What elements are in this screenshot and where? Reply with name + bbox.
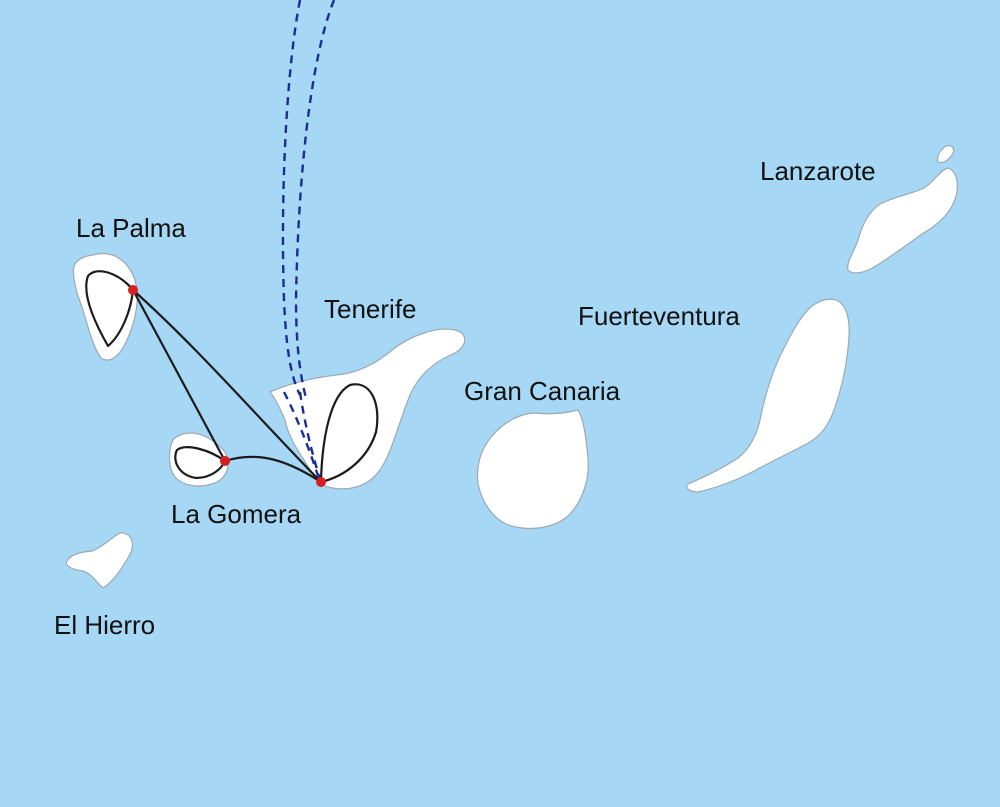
island-fuerteventura [686,298,850,493]
route-tenerife-loop [319,383,379,484]
label-el-hierro: El Hierro [54,610,155,640]
island-lanzarote [847,167,958,274]
dashed-route-1 [281,0,302,396]
label-tenerife: Tenerife [324,294,417,324]
dashed-route-2 [294,0,336,399]
port-la-palma [128,285,138,295]
route-la-gomera-loop [174,446,227,480]
route-la-palma-la-gomera [131,288,227,463]
long-distance-routes [281,0,336,483]
dashed-route-4 [298,391,323,483]
island-tenerife [269,328,466,490]
island-el-hierro [65,532,133,589]
port-la-gomera [220,456,230,466]
ports [128,285,326,487]
port-tenerife [316,477,326,487]
dashed-route-3 [282,391,322,483]
islet-alegranza [936,144,955,164]
label-la-palma: La Palma [76,213,186,243]
route-la-gomera-tenerife [223,455,323,484]
island-gran-canaria [476,409,589,530]
label-gran-canaria: Gran Canaria [464,376,621,406]
ferry-routes [85,270,379,484]
label-lanzarote: Lanzarote [760,156,876,186]
label-la-gomera: La Gomera [171,499,302,529]
island-labels: La Palma La Gomera El Hierro Tenerife Gr… [54,156,876,640]
route-la-palma-loop [85,270,135,348]
label-fuerteventura: Fuerteventura [578,301,740,331]
route-la-palma-tenerife [131,288,323,484]
